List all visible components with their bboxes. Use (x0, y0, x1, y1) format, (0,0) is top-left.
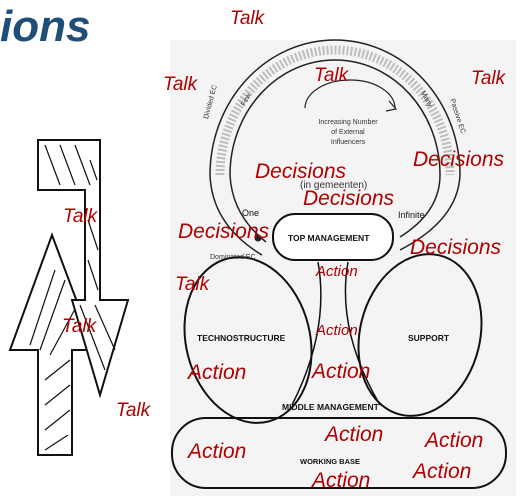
arc-left-arm-outer (209, 174, 263, 256)
label-working-base: WORKING BASE (300, 457, 360, 466)
label-support: SUPPORT (408, 333, 450, 343)
up-arrow-shape (8, 232, 97, 456)
action-label: Action (316, 263, 358, 280)
down-arrow-shape (37, 139, 130, 399)
arc-inner (229, 59, 441, 176)
arc-outer (209, 39, 461, 176)
action-label: Action (312, 360, 371, 383)
action-label: Action (188, 361, 247, 384)
label-middle-management: MIDDLE MANAGEMENT (282, 402, 379, 412)
talk-label: Talk (116, 400, 151, 421)
top-management-box (272, 213, 394, 261)
slide-title-fragment: ions (0, 2, 91, 51)
arc-marker-dot (254, 234, 262, 242)
arc-band-hatch (215, 45, 455, 176)
talk-label: Talk (471, 68, 506, 89)
action-label: Action (312, 469, 371, 492)
scan-background (170, 40, 516, 496)
talk-label: Talk (175, 274, 210, 295)
technostructure-ellipse (183, 256, 313, 424)
decisions-label: Decisions (413, 148, 505, 171)
action-label: Action (425, 429, 484, 452)
talk-label: Talk (163, 74, 198, 95)
decisions-label: Decisions (303, 187, 395, 210)
label-one: One (242, 208, 260, 218)
talk-label: Talk (314, 65, 349, 86)
label-dominated-ec: Dominated EC (210, 254, 256, 261)
working-base-box (171, 417, 507, 489)
decisions-label: Decisions (178, 220, 270, 243)
talk-label: Talk (63, 206, 98, 227)
middle-line-left (291, 261, 322, 406)
action-label: Action (325, 423, 384, 446)
middle-line-right (344, 261, 381, 406)
arc-right-arm-outer (399, 174, 461, 251)
increasing-arrow-curve (304, 79, 396, 109)
talk-label: Talk (230, 8, 265, 29)
increasing-arrow-head (385, 100, 398, 112)
label-infinite: Infinite (398, 210, 425, 220)
action-label: Action (316, 322, 358, 339)
talk-label: Talk (62, 316, 97, 337)
support-ellipse (357, 253, 483, 417)
action-label: Action (188, 440, 247, 463)
arc-right-arm-inner (399, 174, 441, 238)
decisions-label: Decisions (410, 236, 502, 259)
label-in-gemeenten: (in gemeenten) (300, 180, 368, 191)
label-increasing-influencers: Increasing Number of External Influencer… (318, 119, 378, 146)
action-label: Action (413, 460, 472, 483)
decisions-label: Decisions (255, 160, 347, 183)
label-technostructure: TECHNOSTRUCTURE (197, 333, 286, 343)
label-top-management: TOP MANAGEMENT (288, 233, 370, 243)
